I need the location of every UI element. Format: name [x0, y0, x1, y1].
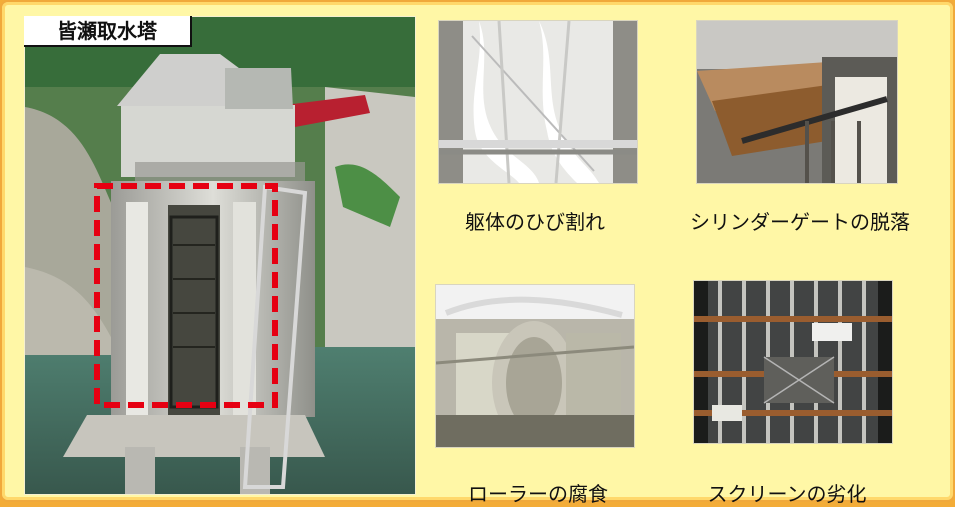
photo-frame-4	[693, 280, 893, 444]
caption-screen: スクリーンの劣化	[707, 482, 867, 506]
roller-photo-icon	[436, 285, 634, 447]
caption-roller: ローラーの腐食	[468, 482, 608, 506]
crack-photo-icon	[439, 21, 637, 183]
photo-frame-2	[696, 20, 898, 184]
intake-tower-illustration	[25, 17, 415, 494]
caption-gate: シリンダーゲートの脱落	[690, 210, 910, 234]
photo-frame-1	[438, 20, 638, 184]
page-title: 皆瀬取水塔	[24, 16, 192, 47]
intake-tower-photo	[24, 16, 416, 495]
caption-crack: 躯体のひび割れ	[465, 210, 605, 234]
screen-photo-icon	[694, 281, 892, 443]
gate-photo-icon	[697, 21, 897, 183]
photo-frame-3	[435, 284, 635, 448]
